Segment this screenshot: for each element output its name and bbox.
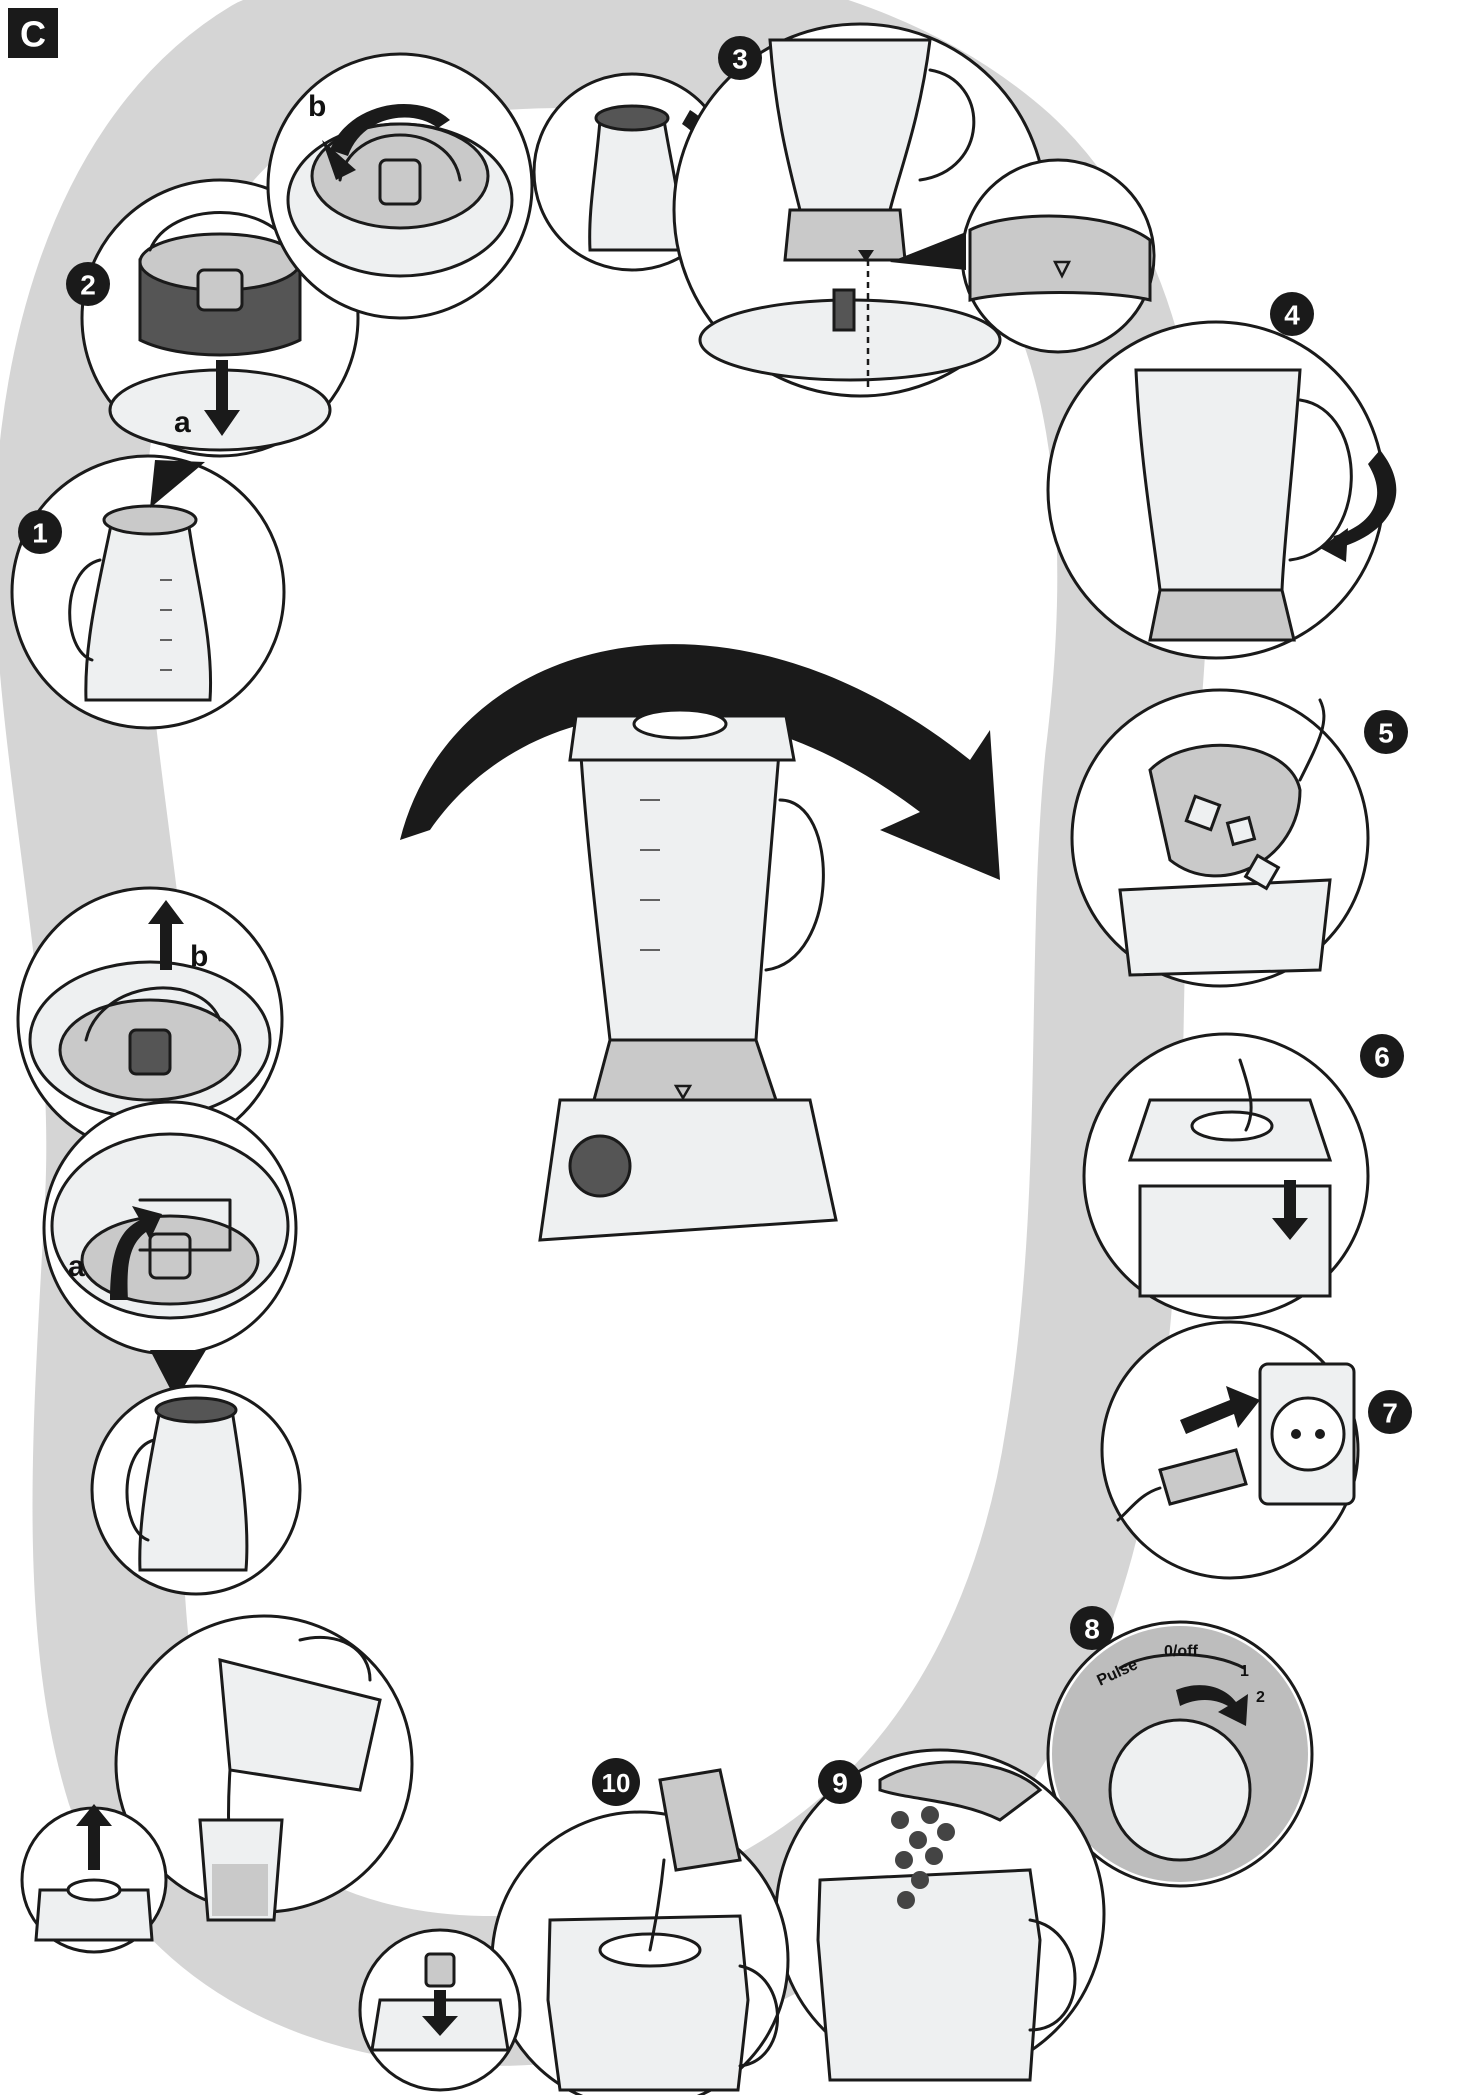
lift-up-arrow-icon xyxy=(76,1804,112,1870)
dial-label-off: 0/off xyxy=(1164,1643,1198,1660)
step-8-panel: Pulse 0/off 1 2 xyxy=(1046,1620,1314,1888)
step-5-badge: 5 xyxy=(1364,710,1408,754)
disassembly-label-a: a xyxy=(68,1250,85,1283)
svg-text:8: 8 xyxy=(1084,1614,1100,1645)
turn-right-arrow-icon xyxy=(1176,1685,1248,1726)
step-4-panel xyxy=(1046,320,1397,660)
step-6-badge: 6 xyxy=(1360,1034,1404,1078)
plug-in-arrow-icon xyxy=(1180,1386,1260,1434)
step-6-panel xyxy=(1082,1032,1370,1320)
svg-text:1: 1 xyxy=(32,518,48,549)
rotate-arrow-b-icon xyxy=(330,104,450,156)
svg-text:3: 3 xyxy=(732,44,748,75)
svg-text:9: 9 xyxy=(832,1768,848,1799)
disassembly-label-b: b xyxy=(190,940,208,973)
svg-text:2: 2 xyxy=(80,270,96,301)
step-2-label-a: a xyxy=(174,406,191,439)
svg-text:5: 5 xyxy=(1378,718,1394,749)
step-1-badge: 1 xyxy=(18,510,62,554)
pour-out-panel xyxy=(114,1614,414,1922)
center-blender xyxy=(538,708,838,1242)
step-5-panel xyxy=(1070,688,1370,988)
zoom-pointer xyxy=(890,232,966,270)
figure-letter-box: C xyxy=(8,8,58,58)
lid-lift-panel xyxy=(20,1804,168,1954)
lift-up-arrow-b-icon xyxy=(148,900,184,970)
down-arrow-icon xyxy=(1272,1180,1308,1240)
step-9-panel xyxy=(774,1748,1106,2082)
dial-label-2: 2 xyxy=(1256,1689,1265,1706)
step-7-panel xyxy=(1100,1320,1360,1580)
svg-text:7: 7 xyxy=(1382,1398,1398,1429)
disassembly-top-panel: b xyxy=(16,886,284,1154)
step-3-badge: 3 xyxy=(718,36,762,80)
disassembly-callout-pointer xyxy=(150,1350,206,1400)
down-arrow-a-icon xyxy=(204,360,240,436)
step-3-panel xyxy=(532,22,1156,398)
dial-label-1: 1 xyxy=(1240,1663,1249,1680)
step-2b-label-b: b xyxy=(308,90,326,123)
rotate-lock-arrow-icon xyxy=(1330,450,1397,550)
disassembly-bottom-panel xyxy=(90,1384,302,1596)
step-1-callout-pointer xyxy=(150,460,205,508)
insert-down-arrow-icon xyxy=(422,1990,458,2036)
step-10-panel xyxy=(490,1768,790,2095)
step-2b-panel: b xyxy=(266,52,534,320)
disassembly-middle-panel: a xyxy=(42,1100,298,1356)
svg-text:6: 6 xyxy=(1374,1042,1390,1073)
step-10-small-panel xyxy=(358,1928,522,2092)
step-7-badge: 7 xyxy=(1368,1390,1412,1434)
step-9-badge: 9 xyxy=(818,1760,862,1804)
step-2-badge: 2 xyxy=(66,262,110,306)
step-10-badge: 10 xyxy=(592,1758,640,1806)
svg-text:10: 10 xyxy=(602,1768,631,1798)
main-arrow-icon xyxy=(400,644,1000,880)
step-8-badge: 8 xyxy=(1070,1606,1114,1650)
step-1-panel xyxy=(10,454,286,730)
figure-letter: C xyxy=(20,14,46,55)
svg-text:4: 4 xyxy=(1284,300,1300,331)
rotate-arrow-a-icon xyxy=(110,1206,162,1300)
step-4-badge: 4 xyxy=(1270,292,1314,336)
